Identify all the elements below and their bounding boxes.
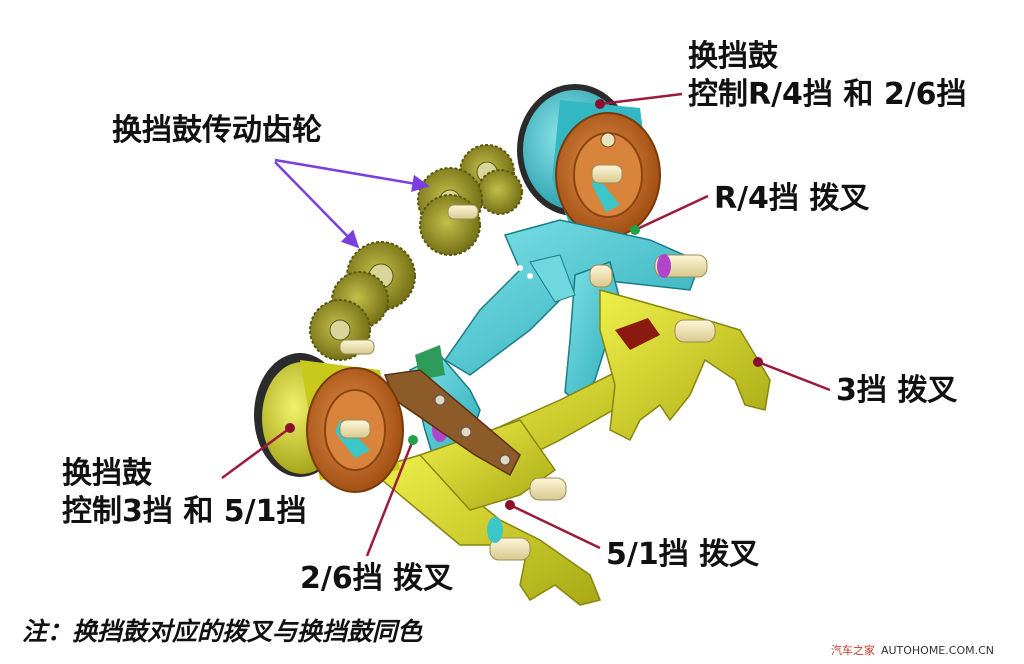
label-drum-bottom: 换挡鼓 控制3挡 和 5/1挡 xyxy=(62,455,306,532)
leader-fork-3 xyxy=(753,357,831,392)
drive-gears-lower xyxy=(309,241,416,361)
leader-fork-r4 xyxy=(630,194,709,235)
label-fork-3: 3挡 拨叉 xyxy=(836,373,958,408)
leader-fork-26 xyxy=(365,435,418,557)
leader-drum-bottom xyxy=(221,423,295,480)
footnote: 注：换挡鼓对应的拨叉与换挡鼓同色 xyxy=(22,617,423,646)
label-fork-r4: R/4挡 拨叉 xyxy=(714,181,870,216)
label-fork-26: 2/6挡 拨叉 xyxy=(300,561,454,596)
leader-drum-top xyxy=(595,92,683,109)
label-fork-51: 5/1挡 拨叉 xyxy=(606,537,760,572)
drive-gears-upper xyxy=(417,144,523,256)
shift-drum-top xyxy=(517,84,661,238)
label-drum-bottom-desc: 控制3挡 和 5/1挡 xyxy=(62,494,307,530)
watermark-cn: 汽车之家 xyxy=(830,644,875,657)
label-drum-top: 换挡鼓 控制R/4挡 和 2/6挡 xyxy=(688,38,967,115)
watermark-en: AUTOHOME.COM.CN xyxy=(880,644,994,657)
label-drum-top-desc: 控制R/4挡 和 2/6挡 xyxy=(688,77,967,113)
fork-3-body xyxy=(468,289,771,471)
fork-51-body xyxy=(368,419,602,606)
label-drum-bottom-title: 换挡鼓 xyxy=(62,456,152,491)
watermark: 汽车之家 AUTOHOME.COM.CN xyxy=(831,642,994,658)
shift-drum-bottom xyxy=(254,353,404,493)
label-drive-gears: 换挡鼓传动齿轮 xyxy=(112,113,322,148)
label-drum-top-title: 换挡鼓 xyxy=(688,39,778,74)
leader-fork-51 xyxy=(505,500,601,550)
gear-arrows xyxy=(274,158,430,249)
